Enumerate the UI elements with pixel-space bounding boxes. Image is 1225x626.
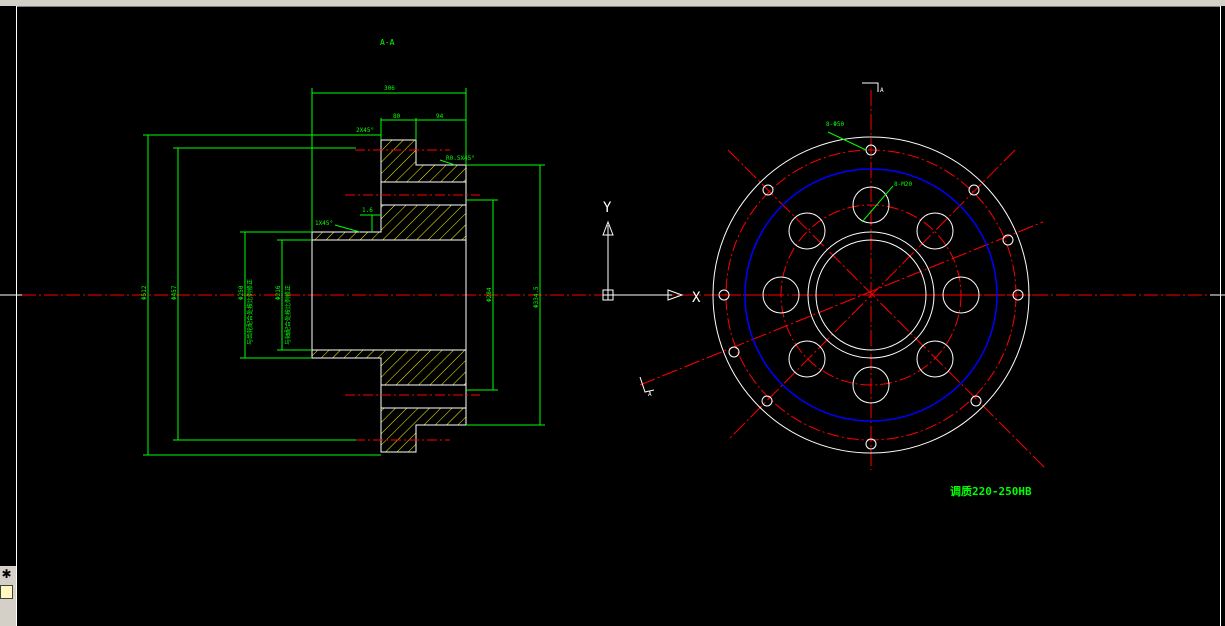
settings-gear-icon[interactable]: ✱ [1, 567, 12, 581]
section-outline [311, 139, 467, 453]
small-holes [718, 144, 1024, 450]
section-view: 306 80 94 2X45° R0.5X45° 1X45° 1.6 Φ512 … [141, 85, 545, 456]
outer-circle [712, 136, 1030, 454]
bore-note-1: 与齿轮配合处按比例修正 [246, 279, 254, 345]
dim-width-total: 306 [384, 85, 395, 92]
bolt-pitch-circle [725, 149, 1017, 441]
material-note: 调质220-250HB [950, 484, 1032, 498]
dim-dia-hub: Φ284 [486, 287, 493, 302]
ucs-x-label: X [692, 290, 701, 306]
front-view: A A [639, 82, 1070, 470]
ucs-icon [602, 220, 684, 301]
dim-chamfer-top: 2X45° [356, 127, 374, 134]
dim-dia-bore2: Φ216 [275, 285, 282, 300]
section-mark-top: A [880, 87, 884, 94]
leader-lines [827, 131, 894, 223]
hole-pitch-circle [780, 204, 962, 386]
dim-width-a: 80 [393, 113, 401, 120]
root-circle [744, 168, 998, 422]
dimension-lines [143, 88, 545, 456]
dim-dia-pcd: Φ457 [171, 285, 178, 300]
dim-dia-right: Φ334.5 [533, 286, 540, 308]
dim-dia-bore1: Φ250 [238, 285, 245, 300]
window-top-edge [0, 0, 1225, 7]
dim-width-b: 94 [436, 113, 444, 120]
large-holes [762, 186, 980, 404]
dim-chamfer-step: R0.5X45° [446, 155, 475, 162]
left-window-border [0, 6, 17, 626]
hatch-regions [312, 140, 466, 452]
section-mark-bottom: A [648, 391, 652, 398]
hole-note-small: 8-M20 [894, 181, 912, 188]
note-icon[interactable] [0, 585, 13, 599]
section-cut-marker [639, 82, 879, 393]
hub-circle [807, 231, 935, 359]
section-label: A-A [380, 38, 395, 47]
hole-note-top: 8-Φ50 [826, 121, 844, 128]
hole-centerlines [345, 149, 480, 441]
dim-chamfer-inner: 1X45° [315, 220, 333, 227]
dim-step-small: 1.6 [362, 207, 373, 214]
right-scrollbar[interactable] [1220, 6, 1225, 626]
ucs-y-label: Y [603, 200, 612, 216]
bore-circle [815, 239, 927, 351]
bore-note-2: 与轴配合处按比例修正 [284, 285, 292, 345]
dim-dia-outer: Φ512 [141, 285, 148, 300]
